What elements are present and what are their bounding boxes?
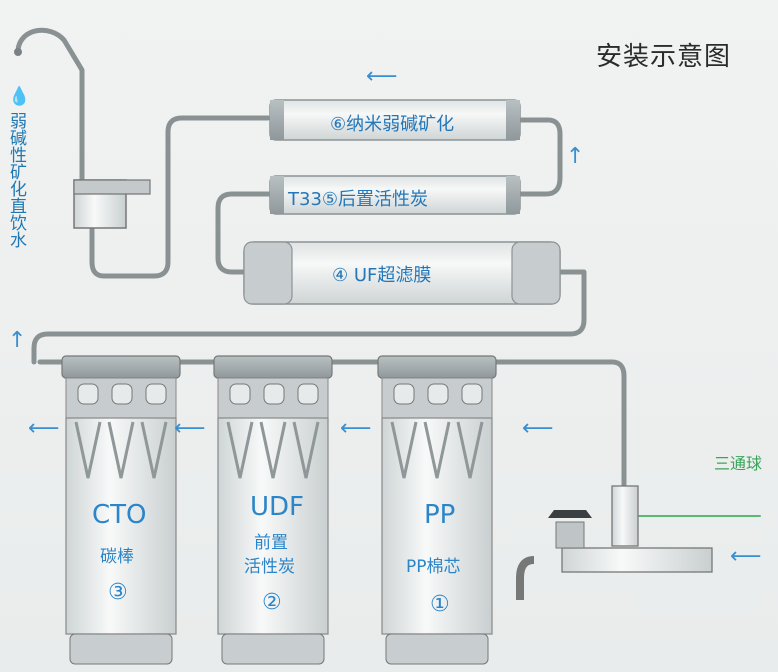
filter-3-code: CTO (92, 500, 147, 530)
output-label: 弱碱性矿化直饮水 (6, 112, 26, 248)
water-drop-icon: 💧 (8, 86, 31, 107)
filter-canisters (61, 355, 497, 665)
page-title: 安装示意图 (596, 42, 732, 72)
filter-canister-3 (61, 355, 181, 665)
filter-2-name-line2: 活性炭 (244, 557, 295, 577)
filter-4-tube (243, 241, 561, 305)
filter-3-name: 碳棒 (100, 547, 134, 567)
faucet-icon (14, 48, 151, 229)
flow-arrow-icon: ⟵ (340, 416, 372, 441)
filter-2-name-line1: 前置 (254, 533, 288, 553)
ball-valve-icon (516, 485, 713, 600)
flow-arrow-icon: ⟵ (28, 416, 60, 441)
flow-arrow-icon: ⟵ (522, 416, 554, 441)
filter-4-label: ④ UF超滤膜 (332, 265, 432, 286)
filter-2-code: UDF (250, 492, 305, 522)
filter-3-number: ③ (108, 580, 128, 605)
flow-arrow-icon: ⟵ (366, 64, 398, 89)
filter-2-number: ② (262, 590, 282, 615)
valve-label: 三通球 (714, 454, 763, 473)
filter-5-tube (269, 175, 521, 215)
filter-1-name: PP棉芯 (406, 557, 461, 577)
filter-canister-2 (213, 355, 333, 665)
filter-6-label: ⑥纳米弱碱矿化 (330, 114, 455, 135)
flow-arrow-icon: ⟵ (730, 544, 762, 569)
flow-arrow-icon: ⟵ (174, 416, 206, 441)
filter-1-code: PP (424, 500, 456, 530)
filter-5-label: T33⑤后置活性炭 (288, 189, 429, 210)
filter-1-number: ① (430, 592, 450, 617)
flow-arrow-icon: ↑ (8, 328, 27, 353)
flow-arrow-icon: ↑ (566, 144, 585, 169)
filter-6-tube (269, 99, 521, 141)
filter-canister-1 (377, 355, 497, 665)
